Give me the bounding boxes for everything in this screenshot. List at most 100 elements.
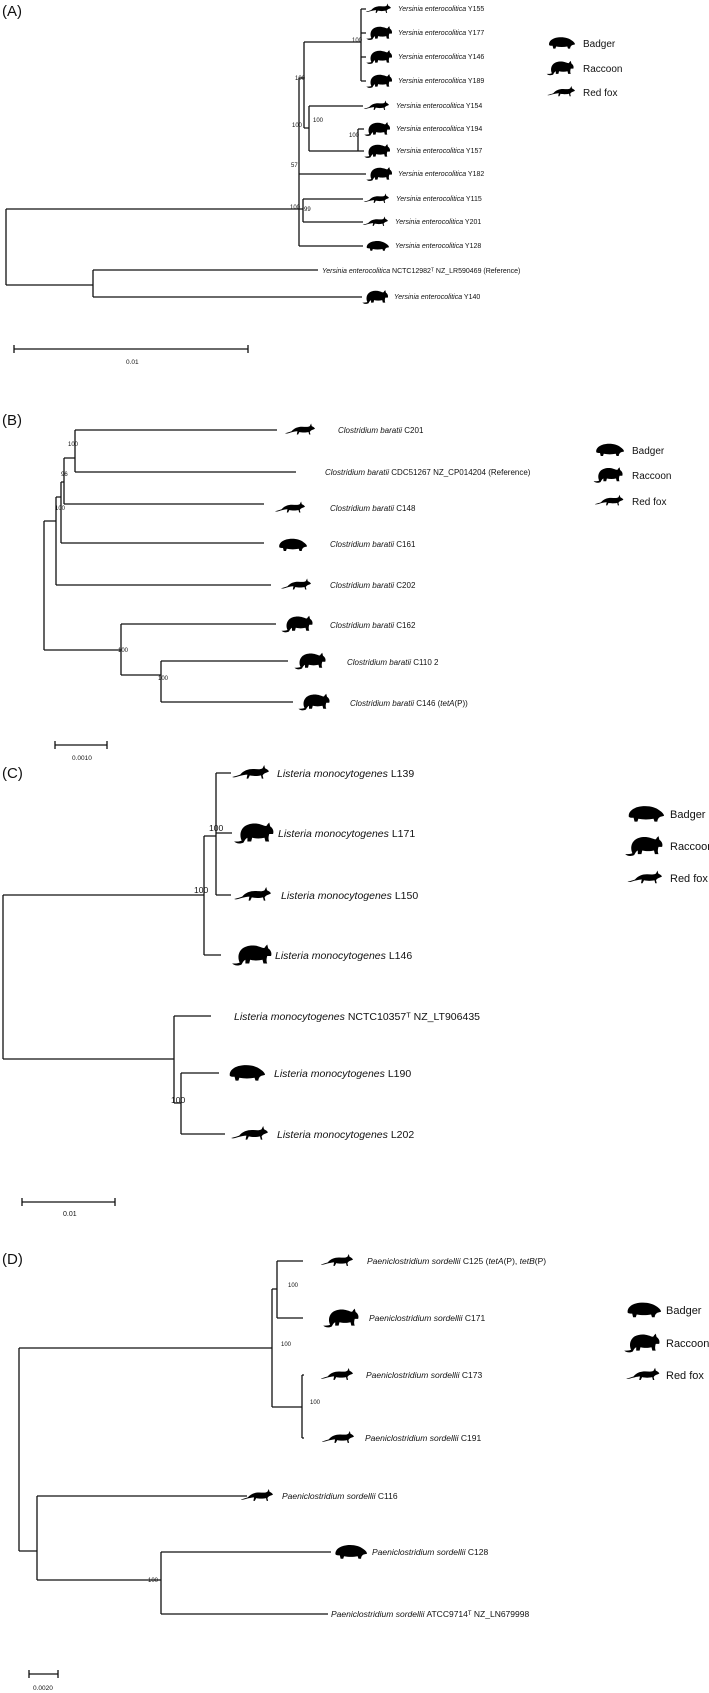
badger-icon <box>366 241 389 251</box>
taxon-label: Listeria monocytogenes L139 <box>277 768 414 780</box>
taxon-label: Listeria monocytogenes L202 <box>277 1129 414 1141</box>
taxon-label: Yersinia enterocolitica Y154 <box>396 103 482 110</box>
taxon-label: Paeniclostridium sordellii C173 <box>366 1370 483 1380</box>
legend-label-red-fox: Red fox <box>583 88 617 99</box>
scale-bar-label: 0.01 <box>63 1211 77 1218</box>
taxon-label: Clostridium baratii C148 <box>330 504 416 513</box>
bootstrap-value: 96 <box>61 472 68 478</box>
taxon-label: Yersinia enterocolitica Y201 <box>395 219 481 226</box>
bootstrap-value: 100 <box>55 506 66 512</box>
scale-bar <box>28 1670 59 1678</box>
bootstrap-value: 100 <box>148 1578 159 1584</box>
scale-bar-label: 0.0010 <box>72 755 92 762</box>
taxon-label: Paeniclostridium sordellii C128 <box>372 1547 489 1557</box>
legend-label-badger: Badger <box>666 1305 702 1317</box>
bootstrap-value: 100 <box>68 442 79 448</box>
taxon-label: Yersinia enterocolitica NCTC12982ᵀ NZ_LR… <box>322 268 520 275</box>
taxon-label: Yersinia enterocolitica Y115 <box>396 196 482 203</box>
red-fox-icon <box>275 501 305 513</box>
bootstrap-value: 57 <box>291 163 298 169</box>
raccoon-icon <box>546 60 574 76</box>
taxon-label: Yersinia enterocolitica Y182 <box>398 171 484 178</box>
panel-c-tree: (C) 100 100 100 Listeria monocytogenes L… <box>2 765 709 1218</box>
bootstrap-value: 100 <box>349 133 360 139</box>
legend-label-raccoon: Raccoon <box>666 1338 709 1350</box>
taxon-label: Paeniclostridium sordellii C125 (tetA(P)… <box>367 1256 546 1266</box>
raccoon-icon <box>364 122 391 136</box>
badger-icon <box>335 1544 367 1559</box>
red-fox-icon <box>547 86 575 97</box>
tree-branches <box>43 429 296 703</box>
legend-label-raccoon: Raccoon <box>632 471 671 482</box>
red-fox-icon <box>594 494 624 506</box>
scale-bar-label: 0.01 <box>126 359 139 366</box>
legend-label-badger: Badger <box>583 39 616 50</box>
scale-bar <box>21 1198 116 1206</box>
taxon-label: Clostridium baratii CDC51267 NZ_CP014204… <box>325 468 531 477</box>
red-fox-icon <box>365 3 391 13</box>
taxon-label: Clostridium baratii C201 <box>338 426 424 435</box>
tree-branches <box>5 8 366 298</box>
badger-icon <box>279 538 307 551</box>
raccoon-icon <box>298 693 330 711</box>
red-fox-icon <box>232 765 269 779</box>
legend: Badger Raccoon Red fox <box>624 1302 709 1382</box>
taxon-label: Paeniclostridium sordellii C191 <box>365 1433 482 1443</box>
bootstrap-value: 100 <box>288 1283 299 1289</box>
taxon-label: Yersinia enterocolitica Y157 <box>396 148 482 155</box>
bootstrap-value: 100 <box>290 205 301 211</box>
panel-label: (A) <box>2 3 22 20</box>
taxon-label: Paeniclostridium sordellii C116 <box>282 1491 398 1501</box>
raccoon-icon <box>366 74 393 88</box>
bootstrap-value: 99 <box>304 207 311 213</box>
taxon-label: Paeniclostridium sordellii C171 <box>369 1313 486 1323</box>
taxon-label: Clostridium baratii C161 <box>330 540 416 549</box>
red-fox-icon <box>626 1367 660 1381</box>
bootstrap-value: 100 <box>352 38 363 44</box>
raccoon-icon <box>593 467 623 483</box>
raccoon-icon <box>624 1333 660 1353</box>
taxon-label: Clostridium baratii C162 <box>330 621 416 630</box>
scale-bar-label: 0.0020 <box>33 1685 53 1692</box>
bootstrap-value: 100 <box>209 823 223 833</box>
panel-a-tree: (A) 100 100 100 100 57 100 99 100 <box>2 3 622 366</box>
legend-label-red-fox: Red fox <box>666 1370 704 1382</box>
taxon-label: Clostridium baratii C146 (tetA(P)) <box>350 699 468 708</box>
taxon-label: Yersinia enterocolitica Y128 <box>395 243 481 250</box>
legend: Badger Raccoon Red fox <box>546 37 622 99</box>
taxon-label: Yersinia enterocolitica Y189 <box>398 78 484 85</box>
raccoon-icon <box>366 50 393 64</box>
red-fox-icon <box>281 578 311 590</box>
taxon-label: Yersinia enterocolitica Y146 <box>398 54 484 61</box>
taxon-label: Yersinia enterocolitica Y194 <box>396 126 482 133</box>
legend-label-badger: Badger <box>670 809 706 821</box>
bootstrap-value: 100 <box>171 1095 185 1105</box>
raccoon-icon <box>323 1308 359 1328</box>
scale-bar <box>54 741 108 749</box>
bootstrap-value: 100 <box>310 1400 321 1406</box>
legend: Badger Raccoon Red fox <box>593 443 671 508</box>
panel-label: (D) <box>2 1251 23 1268</box>
raccoon-icon <box>625 836 663 856</box>
legend-label-red-fox: Red fox <box>670 873 708 885</box>
raccoon-icon <box>232 944 272 966</box>
red-fox-icon <box>234 887 271 901</box>
raccoon-icon <box>362 290 389 304</box>
taxon-label: Yersinia enterocolitica Y177 <box>398 30 484 37</box>
taxon-label: Yersinia enterocolitica Y140 <box>394 294 480 301</box>
badger-icon <box>549 37 575 49</box>
red-fox-icon <box>321 1431 354 1443</box>
panel-label: (B) <box>2 412 22 429</box>
tree-branches <box>18 1260 331 1615</box>
red-fox-icon <box>285 423 315 435</box>
raccoon-icon <box>294 652 326 670</box>
red-fox-icon <box>363 100 389 110</box>
badger-icon <box>628 806 664 822</box>
raccoon-icon <box>234 822 274 844</box>
badger-icon <box>596 443 624 456</box>
red-fox-icon <box>231 1126 268 1140</box>
bootstrap-value: 100 <box>194 885 208 895</box>
panel-b-tree: (B) 100 96 100 100 100 Clostridium barat… <box>2 412 671 762</box>
bootstrap-value: 100 <box>158 676 169 682</box>
scale-bar <box>13 345 249 353</box>
